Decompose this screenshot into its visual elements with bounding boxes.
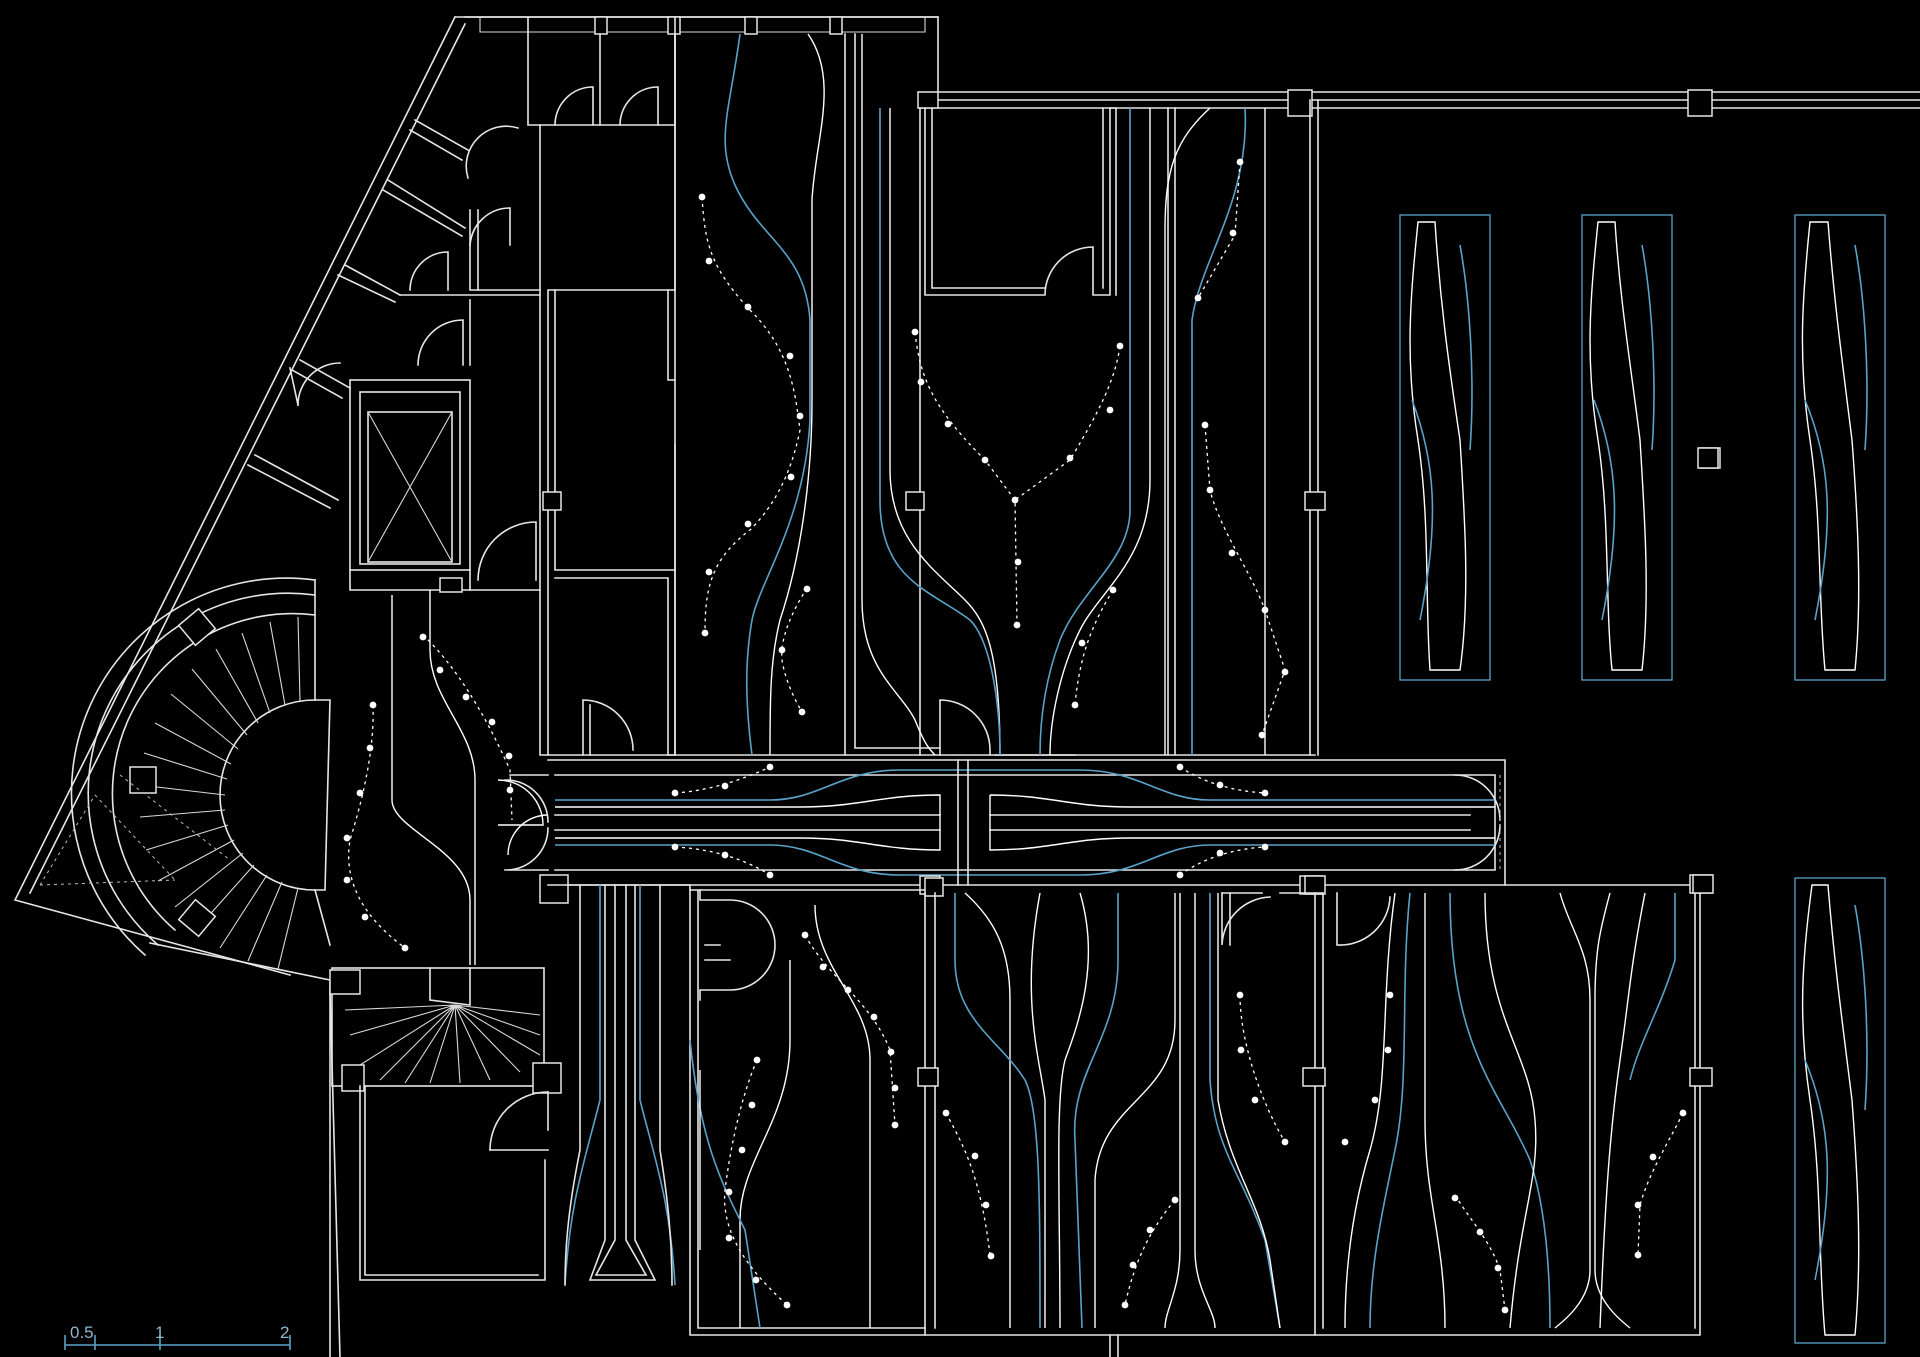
light-points-stair-hall: [343, 633, 514, 952]
column: [1697, 447, 1719, 469]
display-panel-4: [1794, 877, 1886, 1344]
light-points-lower-right: [1451, 1109, 1687, 1314]
lower-staircase: [329, 967, 562, 1281]
lower-office-rooms: [547, 874, 1713, 1357]
corridor-flow-lines: [391, 590, 549, 965]
light-points-lower-middle: [942, 991, 1394, 1309]
display-panel-3: [1794, 214, 1886, 681]
central-corridor: [504, 759, 1506, 904]
column: [1692, 874, 1714, 894]
display-panel-2: [1581, 214, 1673, 681]
light-points-corridor: [671, 763, 1269, 879]
lower-middle-room-curves: [954, 892, 1281, 1329]
scale-label-one: 1: [155, 1323, 164, 1342]
scale-label-two: 2: [280, 1323, 289, 1342]
scale-label-half: 0.5: [70, 1323, 94, 1342]
display-panel-1: [1399, 214, 1491, 681]
light-points-upper-rooms: [698, 158, 1289, 739]
spiral-staircase: [70, 577, 331, 970]
lower-left-room-curves: [689, 904, 871, 1329]
scale-bar: 0.5 1 2: [64, 1323, 291, 1350]
left-wing-rooms: [246, 16, 676, 510]
narrow-shaft: [564, 884, 676, 1286]
elevator-shaft: [349, 379, 541, 593]
upper-office-rooms: [539, 33, 1326, 756]
upper-room-curves: [724, 33, 1266, 756]
lower-right-room-curves: [1344, 892, 1676, 1329]
light-points-lower-left: [725, 931, 899, 1309]
